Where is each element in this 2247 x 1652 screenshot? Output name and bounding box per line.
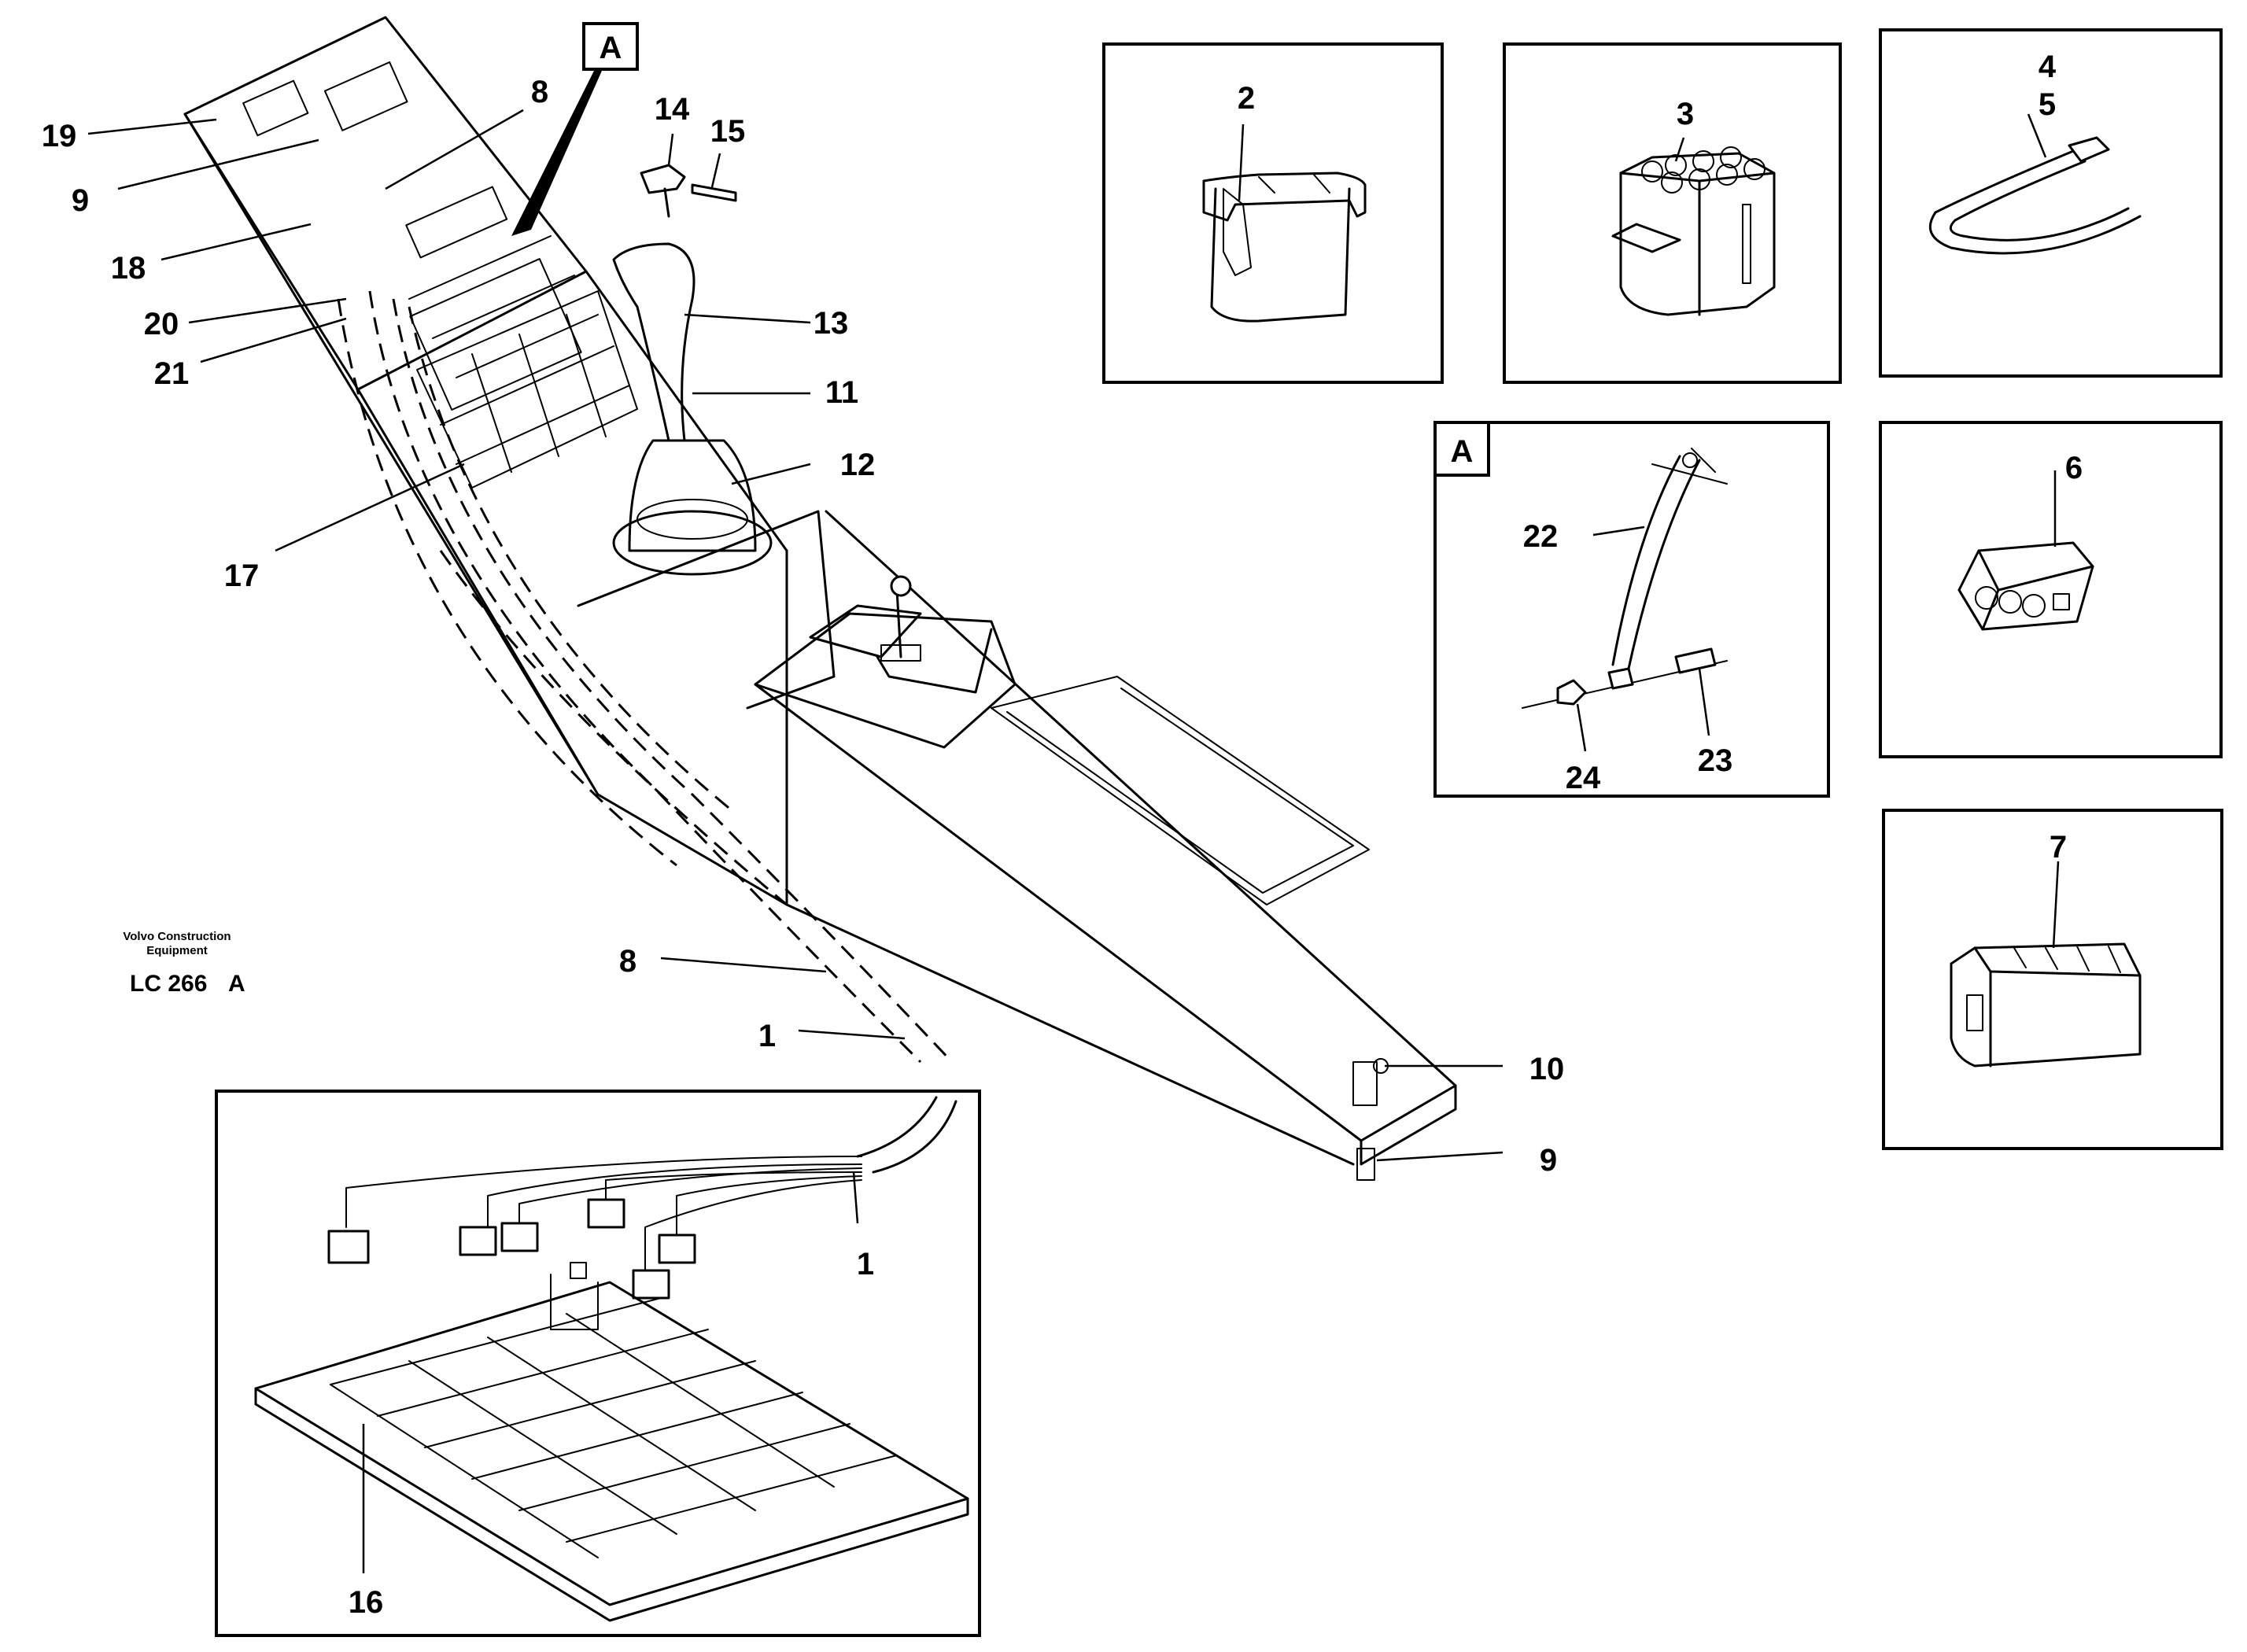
callout-10: 10 [1529, 1052, 1565, 1086]
control-console-assembly [183, 16, 1457, 1181]
callout-21: 21 [154, 356, 190, 391]
callout-19: 19 [42, 119, 77, 153]
callout-23: 23 [1698, 743, 1733, 778]
callout-3: 3 [1677, 97, 1694, 131]
detail-box-a-label: A [1451, 434, 1474, 469]
callout-20: 20 [144, 307, 179, 341]
callout-5: 5 [2039, 87, 2056, 122]
detail-reference-a-label: A [600, 31, 622, 65]
callout-17: 17 [224, 559, 260, 593]
detail-box-7 [1882, 809, 2223, 1150]
callout-22: 22 [1523, 519, 1559, 554]
maker-block: Volvo Construction Equipment LC 266 A [123, 930, 245, 997]
callout-2: 2 [1238, 81, 1255, 116]
callout-1-harness: 1 [758, 1019, 776, 1053]
maker-subtitle: Equipment [146, 944, 208, 957]
detail-box-a: A [1433, 421, 1830, 798]
detail-box-2 [1102, 42, 1444, 384]
drawing-code: LC 266 [130, 971, 207, 997]
detail-box-3 [1503, 42, 1842, 384]
detail-reference-a: A [511, 22, 639, 236]
callout-9-connector: 9 [1540, 1143, 1557, 1178]
callout-7: 7 [2050, 830, 2067, 865]
callout-6: 6 [2065, 451, 2083, 485]
callout-14: 14 [655, 92, 690, 127]
callout-8-harness: 8 [619, 944, 636, 979]
callout-18: 18 [111, 251, 146, 286]
leader-lines [87, 109, 2060, 1573]
callout-13: 13 [814, 306, 849, 341]
callout-12: 12 [840, 448, 876, 482]
callout-16: 16 [349, 1585, 384, 1620]
callout-24: 24 [1566, 761, 1601, 795]
callout-4: 4 [2039, 50, 2057, 84]
detail-box-6 [1879, 421, 2223, 758]
callout-8-panel: 8 [531, 75, 548, 109]
circuit-board-detail [215, 1090, 981, 1637]
maker-name: Volvo Construction [123, 930, 231, 943]
callout-1-board: 1 [857, 1247, 874, 1281]
detail-box-4-5 [1879, 28, 2223, 378]
callout-9-panel: 9 [72, 183, 89, 218]
callout-15: 15 [710, 114, 746, 149]
callout-labels: 19 9 18 20 21 17 8 14 15 13 11 12 8 1 10… [42, 50, 2083, 1620]
drawing-code-suffix: A [228, 971, 245, 997]
callout-11: 11 [825, 375, 858, 410]
